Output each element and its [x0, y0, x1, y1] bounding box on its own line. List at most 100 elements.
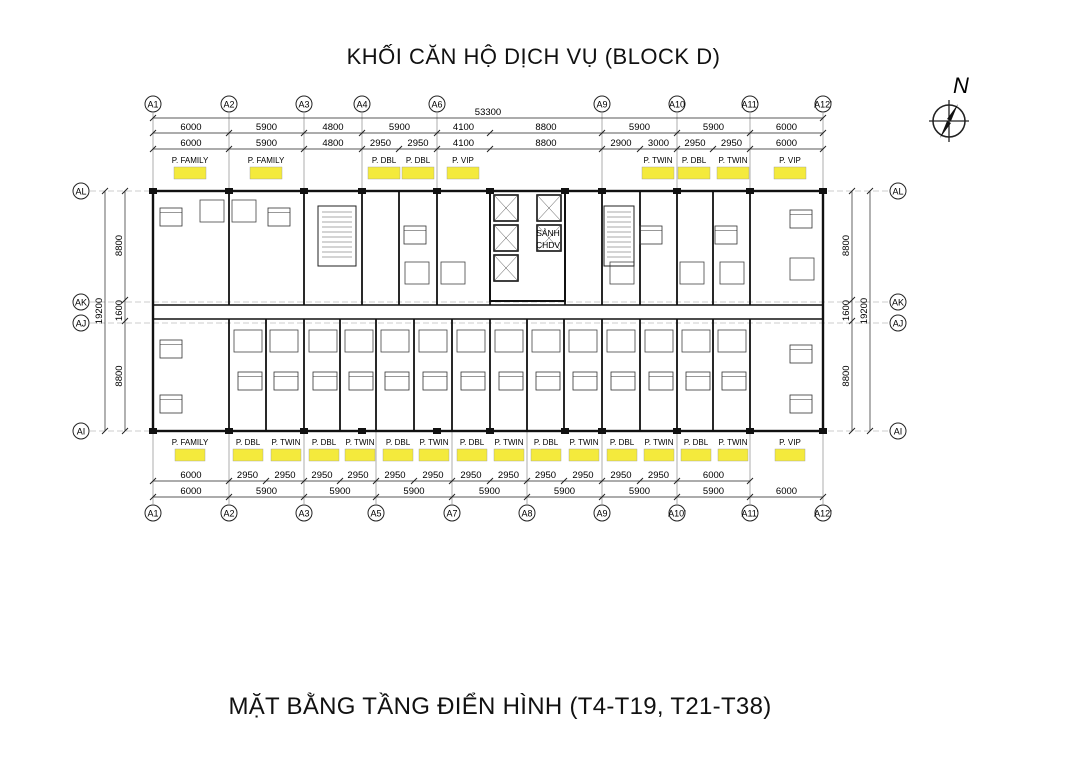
room-label-bottom: P. DBL — [386, 438, 411, 447]
grid-right-label: AL — [892, 187, 903, 197]
elevator-cross — [493, 254, 519, 282]
room-tag-top — [173, 166, 207, 180]
dim-top-row1-tick — [746, 129, 754, 137]
dim-overall-tick — [149, 114, 157, 122]
room-tag-bottom — [568, 448, 600, 462]
structural-column — [358, 188, 366, 194]
dim-top-row2-text: 5900 — [256, 138, 277, 149]
room-tag-bottom — [680, 448, 712, 462]
floor-subtitle: MẶT BẰNG TẦNG ĐIỂN HÌNH (T4-T19, T21-T38… — [228, 693, 772, 720]
elevator-cross — [493, 224, 519, 252]
room-label-top: P. VIP — [452, 156, 474, 165]
grid-top-label: A1 — [147, 100, 158, 110]
dim-top-row2-tick — [486, 145, 494, 153]
grid-bottom-label: A1 — [147, 509, 158, 519]
dim-top-row1-text: 8800 — [535, 122, 556, 133]
room-tag-bottom — [717, 448, 749, 462]
room-tag-top — [401, 166, 435, 180]
structural-column — [598, 188, 606, 194]
structural-column — [819, 188, 827, 194]
structural-column — [746, 428, 754, 434]
dim-top-row2-text: 8800 — [535, 138, 556, 149]
bathroom-block — [644, 329, 674, 353]
grid-right-label: AK — [892, 298, 904, 308]
room-label-bottom: P. VIP — [779, 438, 801, 447]
bed-icon — [498, 371, 524, 391]
structural-column — [433, 188, 441, 194]
grid-top-label: A6 — [431, 100, 442, 110]
structural-column — [819, 428, 827, 434]
dim-bottom-row1-tick — [300, 477, 308, 485]
dim-bottom-row2-tick — [300, 493, 308, 501]
dim-top-row1-text: 5900 — [389, 122, 410, 133]
dim-top-row2-tick — [709, 145, 717, 153]
elevator-shaft — [536, 224, 562, 252]
dim-top-row2-text: 4800 — [322, 138, 343, 149]
grid-bottom-bubble — [741, 504, 759, 522]
grid-bottom-bubble — [220, 504, 238, 522]
grid-top-bubble — [353, 95, 371, 113]
dim-bottom-row1-text: 2950 — [498, 470, 519, 481]
dim-bottom-row2-tick — [598, 493, 606, 501]
dim-bottom-row1-text: 2950 — [311, 470, 332, 481]
dim-bottom-row2-text: 6000 — [180, 486, 201, 497]
structural-column — [486, 428, 494, 434]
bed-icon — [267, 207, 291, 227]
dim-bottom-row1-text: 2950 — [610, 470, 631, 481]
bathroom-block — [456, 329, 486, 353]
dim-bottom-row1-tick — [673, 477, 681, 485]
dim-top-row2-text: 6000 — [180, 138, 201, 149]
grid-left-label: AI — [77, 427, 86, 437]
room-tag-bottom — [530, 448, 562, 462]
dim-top-row1-tick — [486, 129, 494, 137]
dim-bottom-row2-tick — [372, 493, 380, 501]
bathroom-block — [531, 329, 561, 353]
elevator-shaft — [536, 194, 562, 222]
dim-top-row2-text: 2950 — [721, 138, 742, 149]
grid-bottom-label: A5 — [370, 509, 381, 519]
room-label-top: P. DBL — [682, 156, 707, 165]
bathroom-block — [719, 261, 745, 285]
grid-top-label: A3 — [298, 100, 309, 110]
bed-icon — [535, 371, 561, 391]
dim-bottom-row1-tick — [149, 477, 157, 485]
bed-icon — [403, 225, 427, 245]
room-tag-bottom — [382, 448, 414, 462]
room-tag-bottom — [606, 448, 638, 462]
structural-column — [300, 428, 308, 434]
dim-bottom-row2-text: 6000 — [776, 486, 797, 497]
dim-top-row1-tick — [149, 129, 157, 137]
grid-right-bubble — [889, 182, 907, 200]
bed-icon — [273, 371, 299, 391]
grid-right-bubble — [889, 293, 907, 311]
dim-top-row2-text: 2950 — [407, 138, 428, 149]
grid-top-bubble — [668, 95, 686, 113]
room-label-bottom: P. DBL — [460, 438, 485, 447]
dim-bottom-row1-text: 2950 — [460, 470, 481, 481]
structural-column — [149, 428, 157, 434]
bathroom-block — [494, 329, 524, 353]
bathroom-block — [568, 329, 598, 353]
bathroom-block — [606, 329, 636, 353]
bed-icon — [789, 209, 813, 229]
grid-left-bubble — [72, 314, 90, 332]
grid-bottom-bubble — [443, 504, 461, 522]
dim-bottom-row2-text: 5900 — [554, 486, 575, 497]
grid-left-label: AK — [75, 298, 87, 308]
structural-column — [433, 428, 441, 434]
stair-core-right — [603, 205, 635, 267]
bed-icon — [159, 394, 183, 414]
bathroom-block — [789, 257, 815, 281]
lobby-label-line2: CHDV — [536, 240, 560, 250]
dim-top-row2-tick — [636, 145, 644, 153]
dim-right-outer-tick — [866, 427, 874, 435]
bed-icon — [312, 371, 338, 391]
dim-top-row1-tick — [225, 129, 233, 137]
dim-top-row2-text: 2950 — [370, 138, 391, 149]
dim-right-inner-tick — [848, 427, 856, 435]
dim-top-row2-tick — [358, 145, 366, 153]
bathroom-block — [233, 329, 263, 353]
dim-top-row1-text: 4800 — [322, 122, 343, 133]
room-label-top: P. FAMILY — [172, 156, 209, 165]
